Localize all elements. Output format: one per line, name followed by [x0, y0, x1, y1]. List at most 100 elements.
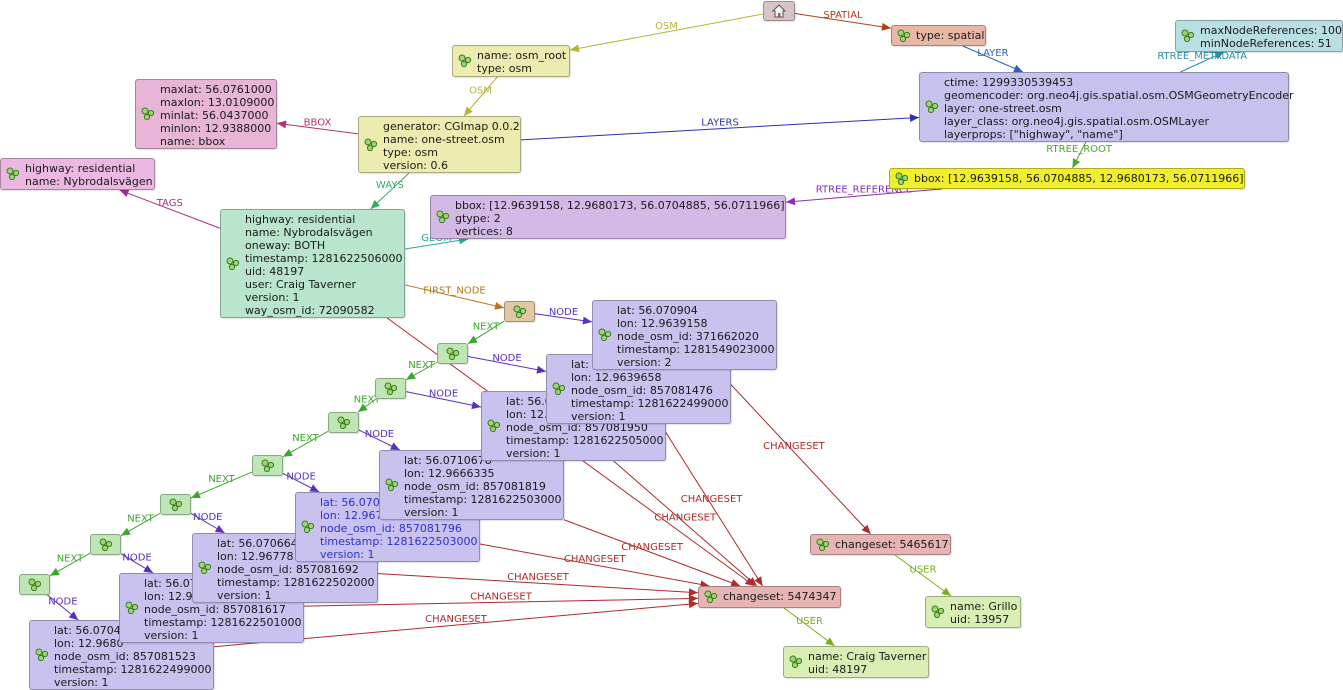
node-property: timestamp: 1281622505000	[506, 434, 664, 447]
graph-node-home[interactable]	[763, 1, 795, 21]
node-property: generator: CGImap 0.0.2	[383, 120, 520, 133]
edge-line	[119, 189, 221, 229]
edge-osm: OSM	[569, 13, 764, 53]
edge-arrowhead	[468, 335, 478, 344]
node-property: lat: 56.0710678	[404, 454, 492, 467]
graph-node-w4[interactable]	[252, 455, 283, 476]
edge-node: NODE	[282, 472, 320, 493]
node-property: way_osm_id: 72090582	[245, 304, 375, 317]
graph-node-w3[interactable]	[328, 412, 359, 433]
edge-line	[405, 391, 482, 408]
graph-node-w7[interactable]	[19, 574, 50, 595]
node-property: lon: 12.96	[144, 590, 200, 603]
edge-next: NEXT	[120, 512, 161, 537]
edge-arrowhead	[570, 44, 580, 53]
node-property: timestamp: 1281549023000	[617, 343, 775, 356]
node-property: node_osm_id: 857081476	[571, 384, 713, 397]
edge-node: NODE	[467, 353, 547, 374]
edge-label: SPATIAL	[823, 10, 863, 21]
edge-label: OSM	[469, 86, 492, 97]
edge-label: NODE	[549, 307, 578, 318]
edge-label: NODE	[429, 388, 458, 399]
edge-layer: LAYER	[962, 45, 1024, 73]
graph-node-spatial-type[interactable]: type: spatial	[891, 25, 986, 46]
graph-node-w2[interactable]	[375, 378, 406, 399]
node-property: lat: 56.07	[144, 577, 197, 590]
graph-node-w1[interactable]	[437, 343, 468, 364]
node-property: layerprops: ["highway", "name"]	[944, 128, 1123, 141]
edge-next: NEXT	[190, 471, 253, 499]
edge-label: NODE	[492, 353, 521, 364]
edge-changeset: CHANGESET	[716, 369, 872, 535]
graph-node-w6[interactable]	[90, 534, 121, 555]
node-property: version: 1	[245, 291, 300, 304]
edge-label: NEXT	[57, 554, 84, 565]
edge-arrowhead	[941, 587, 952, 596]
edge-label: WAYS	[376, 180, 404, 191]
node-property: user: Craig Taverner	[245, 278, 356, 291]
edge-line	[660, 423, 763, 587]
edge-bbox: BBOX	[276, 118, 359, 135]
edge-next: NEXT	[282, 430, 329, 458]
edge-line	[534, 313, 593, 323]
node-property: name: osm_root	[477, 49, 567, 62]
node-property: node_osm_id: 857081796	[320, 522, 462, 535]
node-property: ctime: 1299330539453	[944, 76, 1074, 89]
edge-first-node: FIRST_NODE	[404, 284, 505, 310]
edge-label: CHANGESET	[763, 441, 826, 452]
node-property: highway: residential	[25, 162, 136, 175]
edge-arrowhead	[688, 600, 698, 609]
node-property: type: osm	[383, 146, 438, 159]
graph-node-cs-5474347[interactable]: changeset: 5474347	[698, 586, 841, 608]
node-property: uid: 13957	[950, 613, 1010, 626]
graph-node-first-node[interactable]	[504, 301, 535, 322]
edge-node: NODE	[120, 552, 154, 574]
edge-label: RTREE_ROOT	[1046, 144, 1113, 155]
node-property: maxlon: 13.0109000	[160, 96, 275, 109]
edge-arrowhead	[50, 567, 60, 576]
node-property: version: 1	[571, 410, 626, 423]
edge-arrowhead	[463, 106, 473, 116]
graph-node-cs-5465617[interactable]: changeset: 5465617	[810, 534, 951, 555]
edge-label: NEXT	[208, 474, 235, 485]
node-property: lon: 12.9680	[54, 637, 124, 650]
edge-label: RTREE_METADATA	[1157, 51, 1247, 62]
edge-arrowhead	[191, 490, 201, 499]
node-property: layer_class: org.neo4j.gis.spatial.osm.O…	[944, 115, 1210, 128]
edge-label: RTREE_REFERENCE	[816, 185, 912, 196]
edge-arrowhead	[68, 611, 79, 620]
node-property: name: bbox	[160, 135, 226, 148]
graph-node-geom[interactable]: bbox: [12.9639158, 12.9680173, 56.070488…	[430, 195, 786, 239]
edge-arrowhead	[754, 576, 763, 586]
edge-next: NEXT	[354, 395, 381, 413]
node-property: timestamp: 1281622501000	[144, 616, 302, 629]
node-property: version: 0.6	[383, 159, 448, 172]
edge-line	[404, 284, 505, 309]
edge-label: NEXT	[473, 322, 500, 333]
graph-node-rtree-root[interactable]: bbox: [12.9639158, 56.0704885, 12.968017…	[889, 168, 1245, 189]
edge-node: NODE	[190, 512, 225, 534]
edge-node: NODE	[534, 307, 593, 325]
edge-arrowhead	[881, 22, 891, 31]
graph-node-w5[interactable]	[160, 494, 191, 515]
edge-changeset: CHANGESET	[660, 423, 763, 587]
edge-arrowhead	[730, 579, 741, 587]
edge-line	[613, 460, 758, 587]
edge-line	[716, 369, 872, 535]
edge-label: CHANGESET	[470, 591, 533, 602]
node-property: timestamp: 1281622503000	[320, 535, 478, 548]
edge-line	[377, 573, 699, 594]
edge-line	[785, 188, 942, 203]
edge-line	[569, 13, 764, 51]
